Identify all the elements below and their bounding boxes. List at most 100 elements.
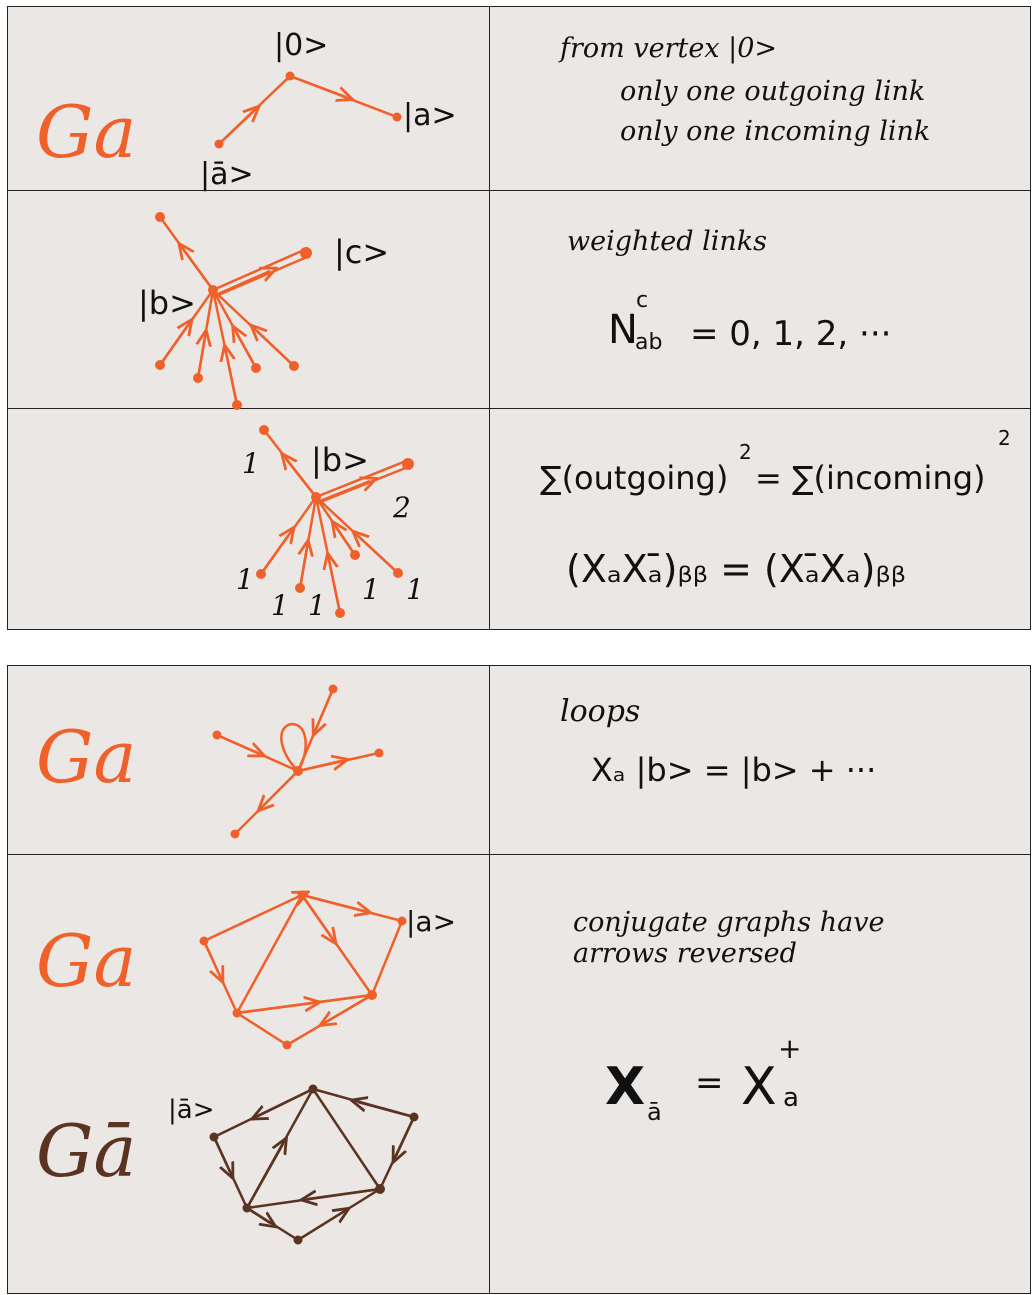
formula-rhs: = 0, 1, 2, ···: [690, 314, 891, 354]
row5-graph-abar: Gā |ā>: [36, 1084, 419, 1245]
formula-loops: Xₐ |b> = |b> + ···: [591, 751, 876, 789]
edge-arrow: [329, 560, 342, 614]
edge: [311, 1088, 382, 1190]
edge-arrow: [183, 249, 215, 291]
vertex: [295, 583, 305, 593]
table-top: Ga |0> |a> |ā> from vertex |0> only one …: [7, 6, 1031, 630]
formula-equals: =: [695, 1063, 724, 1103]
vertex: [155, 360, 165, 370]
vertex: [232, 1008, 242, 1018]
formula-superscript: c: [636, 288, 648, 313]
note-line: loops: [560, 694, 640, 729]
vertex-label-c: |c>: [334, 233, 389, 271]
vertex: [232, 400, 242, 410]
vertex: [297, 890, 307, 900]
vertex: [251, 363, 261, 373]
edge-arrow: [358, 1102, 415, 1119]
edge-arrow: [212, 1136, 230, 1172]
row1-note: from vertex |0> only one outgoing link o…: [558, 33, 930, 147]
graph-label-ga: Ga: [36, 90, 136, 174]
table-bottom: Ga loops Xₐ |b> = |b> + ··· Ga: [7, 665, 1031, 1294]
vertex: [193, 373, 203, 383]
equation-exponent: 2: [739, 440, 752, 464]
vertex: [256, 569, 266, 579]
vertex: [155, 212, 165, 222]
vertex: [397, 916, 407, 926]
row2-graph: |b> |c>: [138, 212, 389, 410]
note-line: arrows reversed: [573, 938, 797, 969]
row-divider: [8, 190, 1030, 191]
row1-graph: Ga |0> |a> |ā>: [36, 28, 457, 192]
note-line: conjugate graphs have: [573, 907, 884, 938]
edge-arrow: [202, 940, 220, 976]
vertex: [230, 829, 240, 839]
column-divider: [489, 7, 490, 629]
edge-arrow: [297, 1212, 343, 1242]
vertex: [289, 361, 299, 371]
vertex-label-0: |0>: [274, 28, 328, 63]
vertex: [402, 458, 414, 470]
row3-note: ∑(outgoing) 2 = ∑(incoming) 2 (XₐXₐ̄)ᵦᵦ …: [540, 426, 1011, 591]
row4-graph: Ga: [36, 684, 384, 839]
vertex: [300, 247, 312, 259]
edge-arrow: [286, 459, 317, 498]
edge-arrow: [358, 536, 399, 574]
edge-arrow: [396, 1116, 416, 1156]
vertex: [409, 1112, 419, 1122]
edge-arrow: [300, 547, 307, 589]
graph-label-ga: Ga: [36, 715, 136, 799]
graph-label-ga: Ga: [36, 919, 136, 1003]
weight-label: 2: [392, 491, 411, 524]
edge-arrow: [300, 894, 332, 938]
edge: [235, 894, 304, 1014]
equation-rhs: = ∑(incoming): [755, 459, 986, 497]
row2-note: weighted links N c ab = 0, 1, 2, ···: [567, 226, 891, 355]
edge-arrow: [308, 1187, 381, 1199]
vertex-label-a: |a>: [406, 905, 456, 938]
equation-commutation: (XₐXₐ̄)ᵦᵦ = (Xₐ̄Xₐ)ᵦᵦ: [566, 547, 906, 591]
vertex-label-a: |a>: [403, 98, 457, 133]
weight-label: 1: [362, 573, 380, 606]
weight-label: 1: [242, 447, 260, 480]
vertex: [259, 425, 269, 435]
vertex: [282, 1040, 292, 1050]
edge-arrow: [217, 271, 270, 296]
weight-label: 1: [406, 573, 424, 606]
formula-rhs: X: [741, 1057, 777, 1117]
vertex: [199, 936, 209, 946]
formula-subscript: ab: [635, 330, 662, 355]
edge: [236, 1011, 288, 1047]
vertex: [367, 990, 377, 1000]
table-top-diagrams: Ga |0> |a> |ā> from vertex |0> only one …: [36, 28, 1011, 622]
edge-arrow: [326, 993, 373, 1022]
note-line: only one incoming link: [620, 116, 930, 147]
formula-rhs-superscript: +: [778, 1032, 801, 1065]
vertex: [242, 1203, 252, 1213]
row5-note: conjugate graphs have arrows reversed X …: [573, 907, 884, 1126]
edge-arrow: [263, 770, 299, 806]
edge-arrow: [256, 330, 295, 367]
edge-arrow: [158, 325, 188, 366]
vertex: [374, 748, 384, 758]
edge-arrow: [245, 1144, 283, 1209]
vertex: [375, 1184, 385, 1194]
edge-arrow: [236, 332, 258, 369]
edge-arrow: [218, 111, 254, 145]
weight-label: 1: [308, 589, 326, 622]
vertex: [393, 568, 403, 578]
vertex: [311, 492, 321, 502]
edge: [212, 248, 305, 292]
row3-graph: |b> 1 2 1 1 1 1 1: [236, 425, 424, 622]
row-divider: [8, 408, 1030, 409]
vertex-label-b: |b>: [311, 441, 369, 479]
edge-arrow: [246, 1206, 270, 1223]
edge-arrow: [216, 733, 258, 753]
graph-label-gabar: Gā: [36, 1109, 136, 1193]
vertex-label-abar: |ā>: [200, 157, 254, 192]
edge-arrow: [301, 893, 364, 911]
formula-lhs: X: [605, 1057, 645, 1117]
vertex: [212, 730, 222, 740]
row4-note: loops Xₐ |b> = |b> + ···: [560, 694, 876, 789]
vertex: [392, 112, 402, 122]
edge-arrow: [336, 527, 357, 556]
